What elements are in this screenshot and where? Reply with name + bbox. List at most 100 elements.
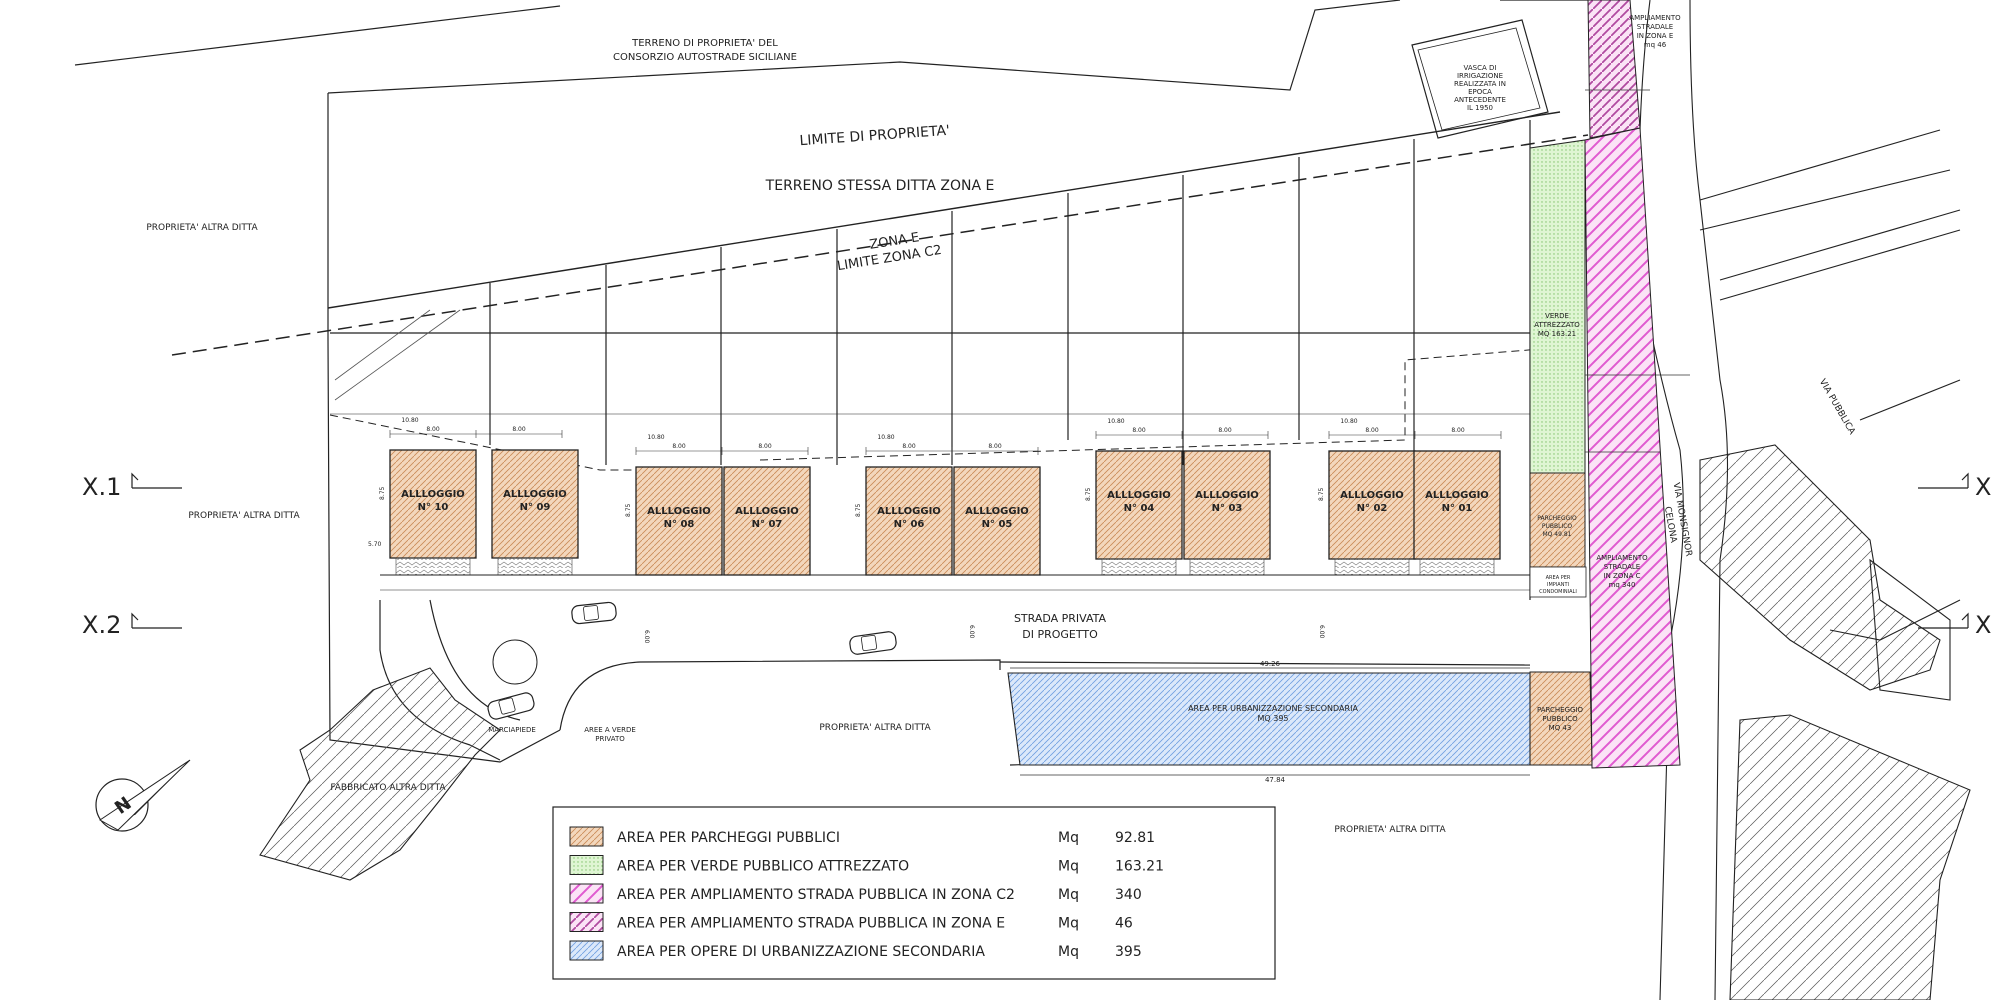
apartment-name: ALLLOGGIO bbox=[1425, 490, 1489, 501]
apartment-number: N° 05 bbox=[982, 519, 1013, 530]
road-widening-c2 bbox=[1584, 127, 1681, 769]
label-verde-3: MQ 163.21 bbox=[1538, 330, 1576, 338]
green-area bbox=[1529, 139, 1586, 474]
label-vasca-5: ANTECEDENTE bbox=[1454, 96, 1506, 104]
dimension-label: 8.00 bbox=[426, 426, 440, 433]
car-icon bbox=[849, 631, 897, 655]
label-impianti-3: CONDOMINIALI bbox=[1539, 589, 1577, 595]
legend-row: AREA PER AMPLIAMENTO STRADA PUBBLICA IN … bbox=[569, 912, 1133, 932]
driveway bbox=[1189, 558, 1265, 576]
label-verde-2: ATTREZZATO bbox=[1534, 321, 1580, 329]
legend-label: AREA PER PARCHEGGI PUBBLICI bbox=[617, 830, 840, 846]
dimension-label: 8.75 bbox=[855, 503, 862, 517]
label-ampl-c-1: AMPLIAMENTO bbox=[1596, 554, 1648, 562]
dimension-label: 8.00 bbox=[758, 443, 772, 450]
apartment-footprint bbox=[1328, 450, 1416, 560]
dimension-label: 8.75 bbox=[379, 486, 386, 500]
label-ampl-c-2: STRADALE bbox=[1604, 563, 1640, 571]
label-aree-verde: AREE A VERDE bbox=[584, 726, 636, 734]
legend-unit: Mq bbox=[1058, 916, 1079, 932]
section-label-x2-right: X bbox=[1975, 611, 1991, 639]
label-vasca-1: VASCA DI bbox=[1464, 64, 1497, 72]
zone-limit-line bbox=[171, 134, 1589, 356]
dim-6-00-c: 6.00 bbox=[1318, 625, 1325, 639]
label-ampl-top-2: STRADALE bbox=[1637, 23, 1673, 31]
legend-unit: Mq bbox=[1058, 859, 1079, 875]
legend-unit: Mq bbox=[1058, 830, 1079, 846]
secondary-urbanization-area bbox=[1007, 672, 1531, 766]
apartment-name: ALLLOGGIO bbox=[735, 506, 799, 517]
apartment-number: N° 03 bbox=[1212, 503, 1243, 514]
legend-swatch bbox=[569, 912, 604, 932]
label-ampl-c-4: mq 340 bbox=[1609, 581, 1636, 589]
dimension-line bbox=[389, 430, 563, 438]
car-icon bbox=[487, 692, 535, 720]
legend-value: 92.81 bbox=[1115, 830, 1155, 846]
label-parch-low-1: PARCHEGGIO bbox=[1537, 706, 1584, 714]
legend-swatch bbox=[569, 826, 604, 847]
driveway bbox=[1419, 558, 1495, 576]
section-label-x1-right: X bbox=[1975, 473, 1991, 501]
label-parch-up-3: MQ 49.81 bbox=[1543, 531, 1572, 538]
label-ampl-top-1: AMPLIAMENTO bbox=[1629, 14, 1681, 22]
plan-labels: TERRENO DI PROPRIETA' DEL CONSORZIO AUTO… bbox=[82, 14, 1991, 835]
label-ampl-top-4: mq 46 bbox=[1644, 41, 1667, 49]
apartment-name: ALLLOGGIO bbox=[1340, 490, 1404, 501]
apartment-name: ALLLOGGIO bbox=[1107, 490, 1171, 501]
dim-6-00-b: 6.00 bbox=[968, 625, 975, 639]
dim-5-70: 5.70 bbox=[368, 541, 382, 548]
label-urbanizzazione-mq: MQ 395 bbox=[1257, 714, 1288, 723]
legend-row: AREA PER PARCHEGGI PUBBLICI Mq 92.81 bbox=[569, 826, 1155, 847]
dimension-line bbox=[865, 447, 1039, 455]
front-wall bbox=[380, 574, 1530, 591]
apartment-footprint bbox=[723, 466, 811, 576]
label-parch-low-2: PUBBLICO bbox=[1542, 715, 1578, 723]
dimension-line bbox=[635, 447, 809, 455]
section-label-x2: X.2 bbox=[82, 611, 121, 639]
label-ampl-c-3: IN ZONA C bbox=[1604, 572, 1641, 580]
label-fabbricato: FABBRICATO ALTRA DITTA bbox=[330, 783, 446, 793]
label-vasca-3: REALIZZATA IN bbox=[1454, 80, 1506, 88]
apartment-name: ALLLOGGIO bbox=[503, 489, 567, 500]
dimension-label: 8.00 bbox=[512, 426, 526, 433]
road-widening-e bbox=[1587, 0, 1641, 139]
left-slope bbox=[334, 309, 461, 401]
label-verde-1: VERDE bbox=[1545, 312, 1569, 320]
dimension-label: 8.00 bbox=[1451, 427, 1465, 434]
label-via-pubblica: VIA PUBBLICA bbox=[1817, 378, 1857, 438]
legend-value: 163.21 bbox=[1115, 859, 1164, 875]
label-consorzio-2: CONSORZIO AUTOSTRADE SICILIANE bbox=[613, 52, 797, 63]
right-roads bbox=[1638, 0, 1961, 1000]
car-icon bbox=[571, 601, 617, 625]
label-proprieta-3: PROPRIETA' ALTRA DITTA bbox=[819, 723, 931, 733]
apartment-name: ALLLOGGIO bbox=[401, 489, 465, 500]
apartment-footprint bbox=[865, 466, 953, 576]
apartment-unit: ALLLOGGIO N° 01 bbox=[1413, 450, 1501, 560]
apartment-number: N° 09 bbox=[520, 502, 551, 513]
driveway bbox=[395, 557, 471, 576]
apartment-footprint bbox=[953, 466, 1041, 576]
apartment-number: N° 01 bbox=[1442, 503, 1473, 514]
north-arrow-icon: N bbox=[95, 759, 191, 832]
apartment-name: ALLLOGGIO bbox=[877, 506, 941, 517]
utility-area bbox=[1529, 566, 1587, 598]
label-parch-up-2: PUBBLICO bbox=[1542, 523, 1573, 530]
label-proprieta-1: PROPRIETA' ALTRA DITTA bbox=[146, 223, 258, 233]
legend-swatch bbox=[569, 883, 604, 904]
legend-unit: Mq bbox=[1058, 887, 1079, 903]
label-consorzio-1: TERRENO DI PROPRIETA' DEL bbox=[631, 38, 778, 49]
dimension-label: 8.00 bbox=[988, 443, 1002, 450]
label-di-progetto: DI PROGETTO bbox=[1022, 628, 1098, 641]
legend-swatch bbox=[569, 855, 604, 875]
label-urbanizzazione: AREA PER URBANIZZAZIONE SECONDARIA bbox=[1188, 704, 1358, 713]
apartment-footprint bbox=[1095, 450, 1183, 560]
irrigation-tank bbox=[1411, 19, 1549, 139]
label-privato: PRIVATO bbox=[595, 735, 625, 743]
